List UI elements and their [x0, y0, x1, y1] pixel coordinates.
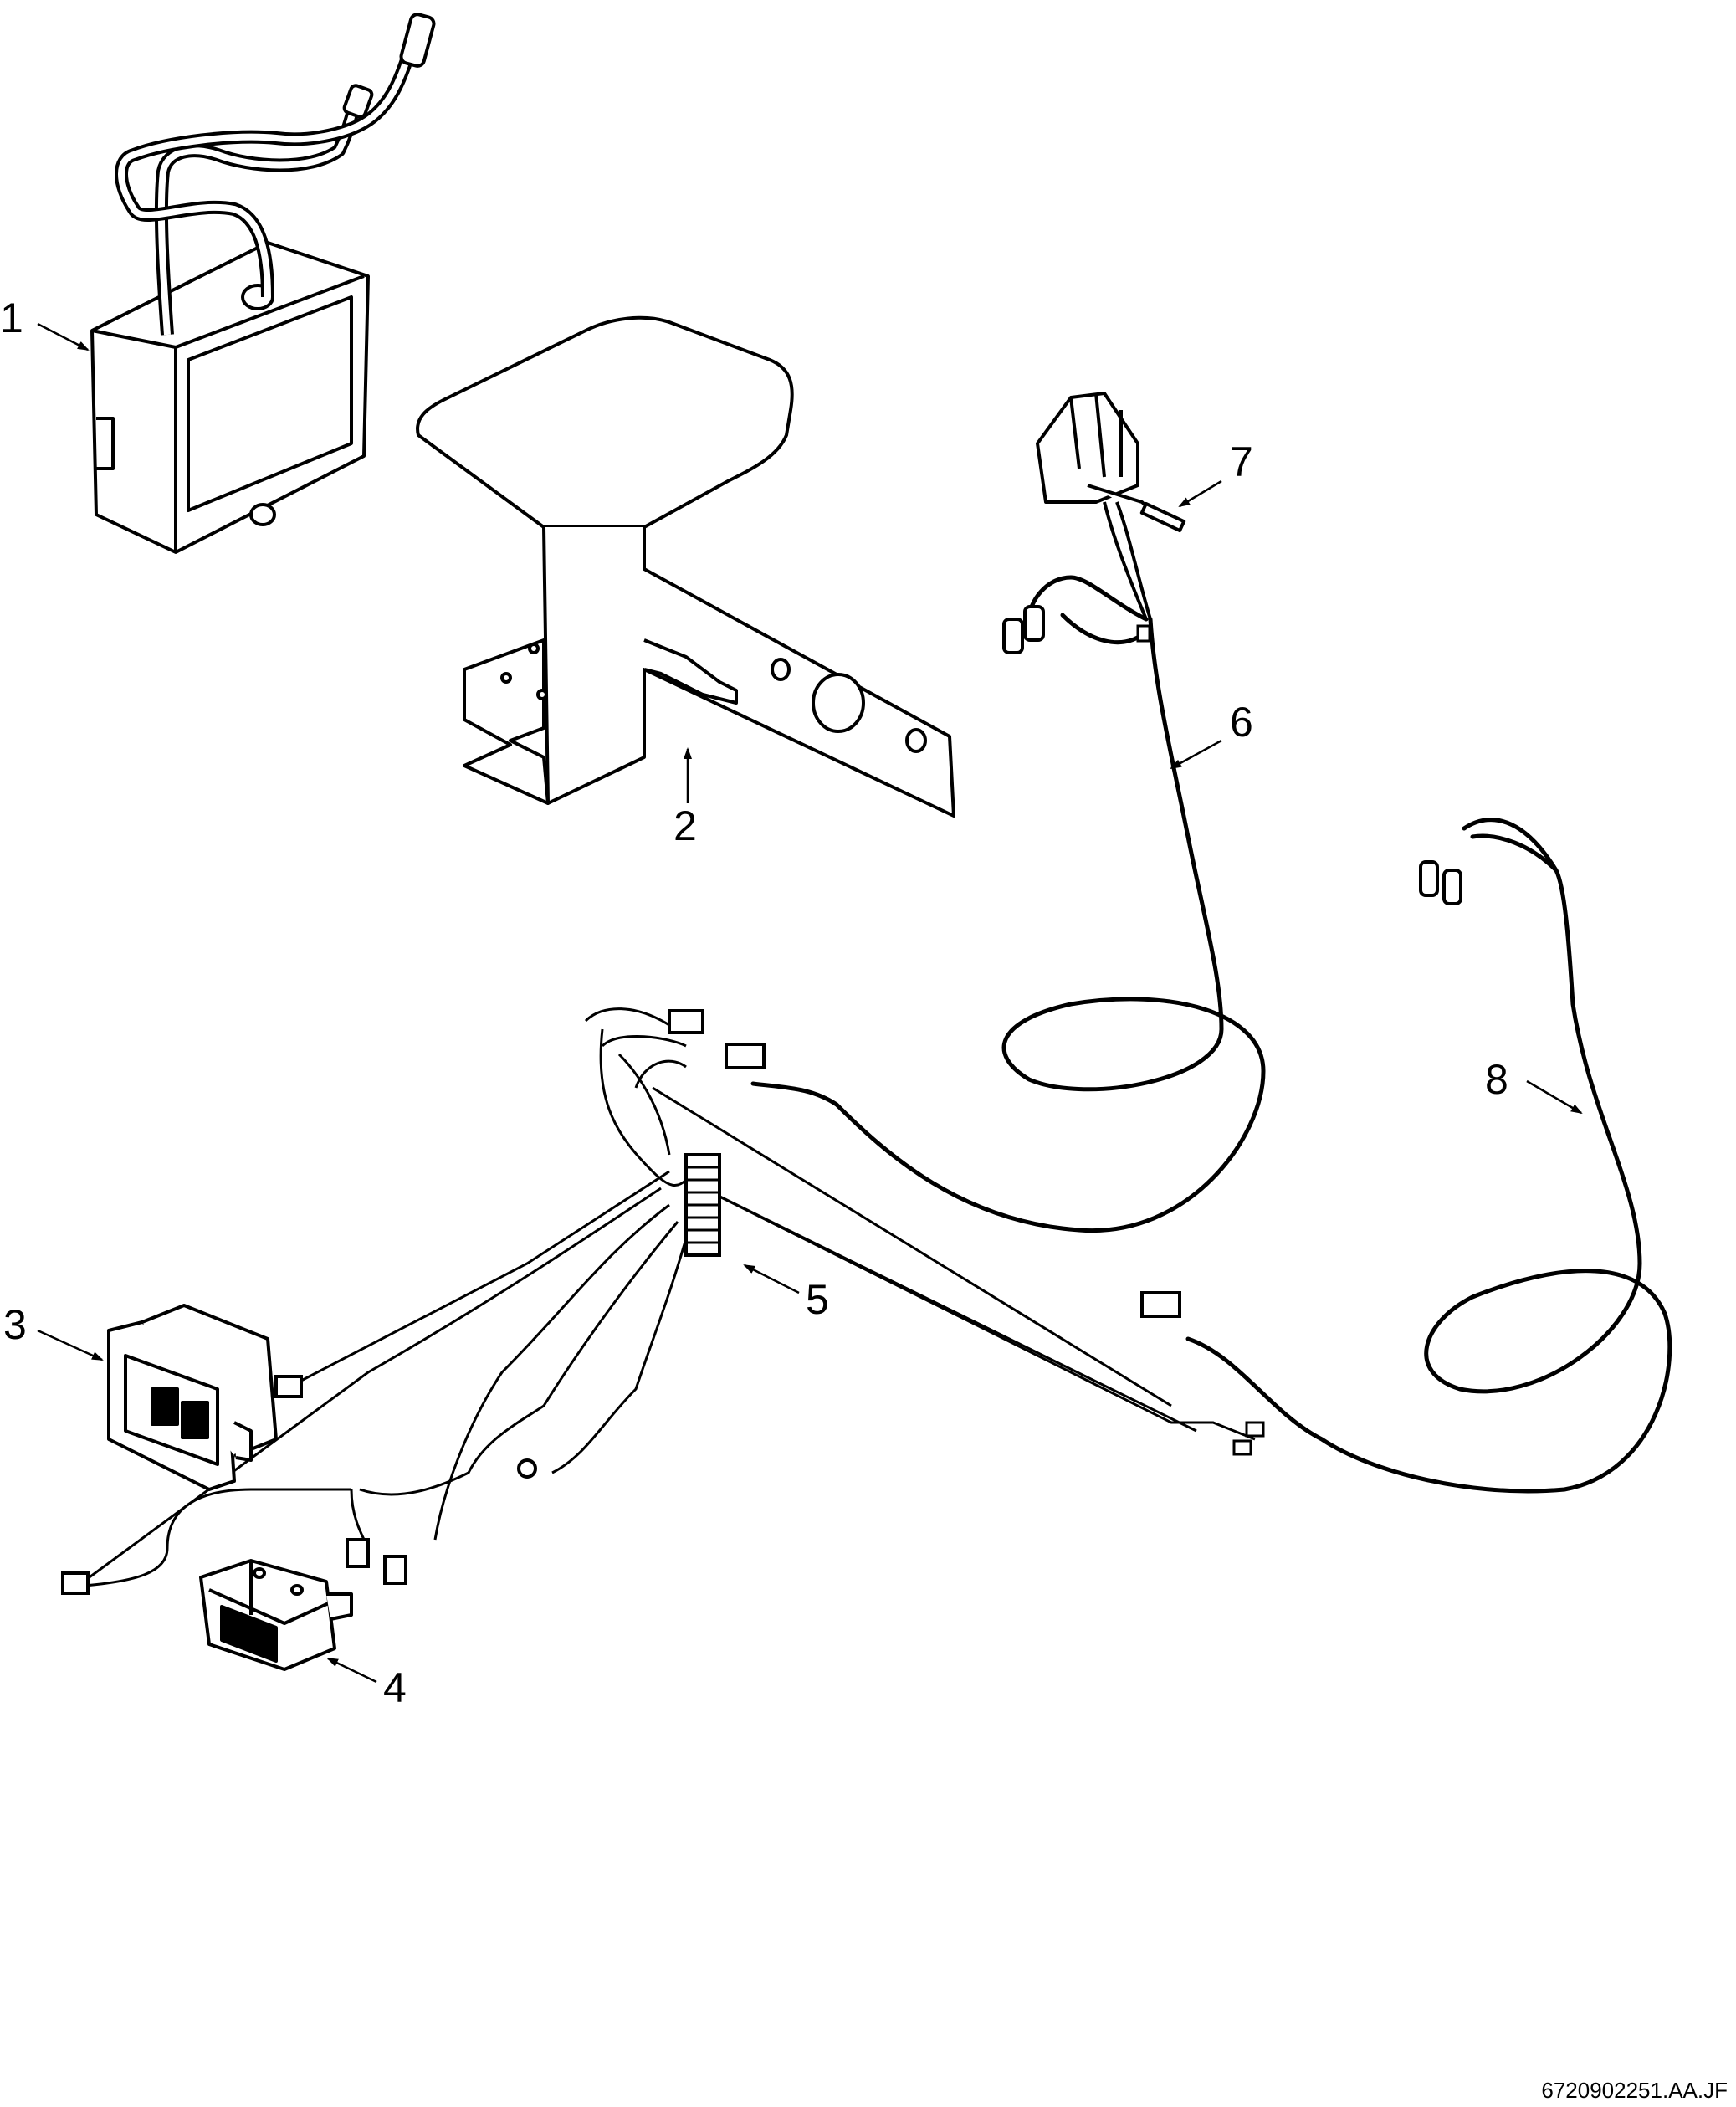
callout-4: 4	[383, 1664, 407, 1711]
part-4-rocker-switch	[199, 1559, 353, 1671]
callout-7: 7	[1230, 438, 1253, 485]
part-2-bracket	[416, 315, 955, 818]
part-7-switch	[1036, 392, 1186, 620]
arrow-8	[1526, 1079, 1583, 1115]
arrow-5	[743, 1264, 800, 1294]
part-5-main-harness	[61, 1007, 1265, 1595]
callout-2: 2	[673, 802, 697, 849]
callout-3: 3	[3, 1301, 27, 1348]
part-6-harness-wire	[750, 575, 1266, 1233]
part-1-control-module	[90, 13, 436, 554]
callout-8: 8	[1485, 1056, 1508, 1103]
callout-arrows	[37, 322, 1583, 1684]
drawing-code: 6720902251.AA.JF	[1541, 2078, 1728, 2103]
arrow-6	[1170, 739, 1222, 770]
part-8-harness-wire	[1185, 818, 1672, 1494]
arrow-1	[37, 322, 90, 351]
callout-6: 6	[1230, 699, 1253, 746]
callout-5: 5	[806, 1276, 829, 1323]
callout-1: 1	[0, 295, 23, 341]
arrow-3	[37, 1329, 104, 1361]
arrow-4	[326, 1657, 377, 1684]
arrow-7	[1178, 479, 1222, 508]
part-3-indicator-module	[107, 1304, 278, 1491]
